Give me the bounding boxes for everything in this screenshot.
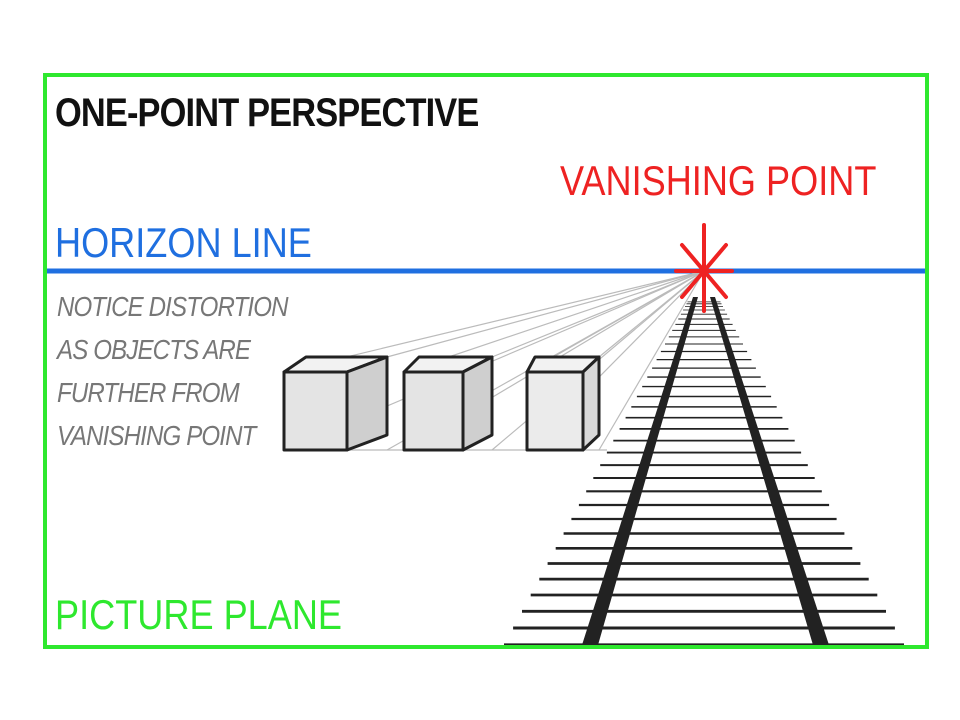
picture-plane-label: PICTURE PLANE (55, 591, 343, 638)
picture-frame: ONE-POINT PERSPECTIVE VANISHING POINT HO… (43, 73, 929, 649)
railroad-ties (504, 301, 904, 645)
note-line: VANISHING POINT (57, 420, 256, 451)
vanishing-point-icon (674, 223, 734, 313)
note-line: AS OBJECTS ARE (57, 334, 251, 365)
cube-right (525, 355, 601, 452)
railroad-rails (582, 297, 829, 645)
cube-far-left (282, 355, 389, 452)
cube-middle (402, 355, 494, 452)
note-line: NOTICE DISTORTION (57, 291, 289, 322)
distortion-note: NOTICE DISTORTION AS OBJECTS ARE FURTHER… (57, 285, 289, 457)
page-title: ONE-POINT PERSPECTIVE (55, 91, 479, 135)
perspective-scene (47, 223, 925, 645)
vanishing-point-label: VANISHING POINT (560, 157, 877, 204)
horizon-line-label: HORIZON LINE (55, 219, 312, 266)
note-line: FURTHER FROM (57, 377, 240, 408)
